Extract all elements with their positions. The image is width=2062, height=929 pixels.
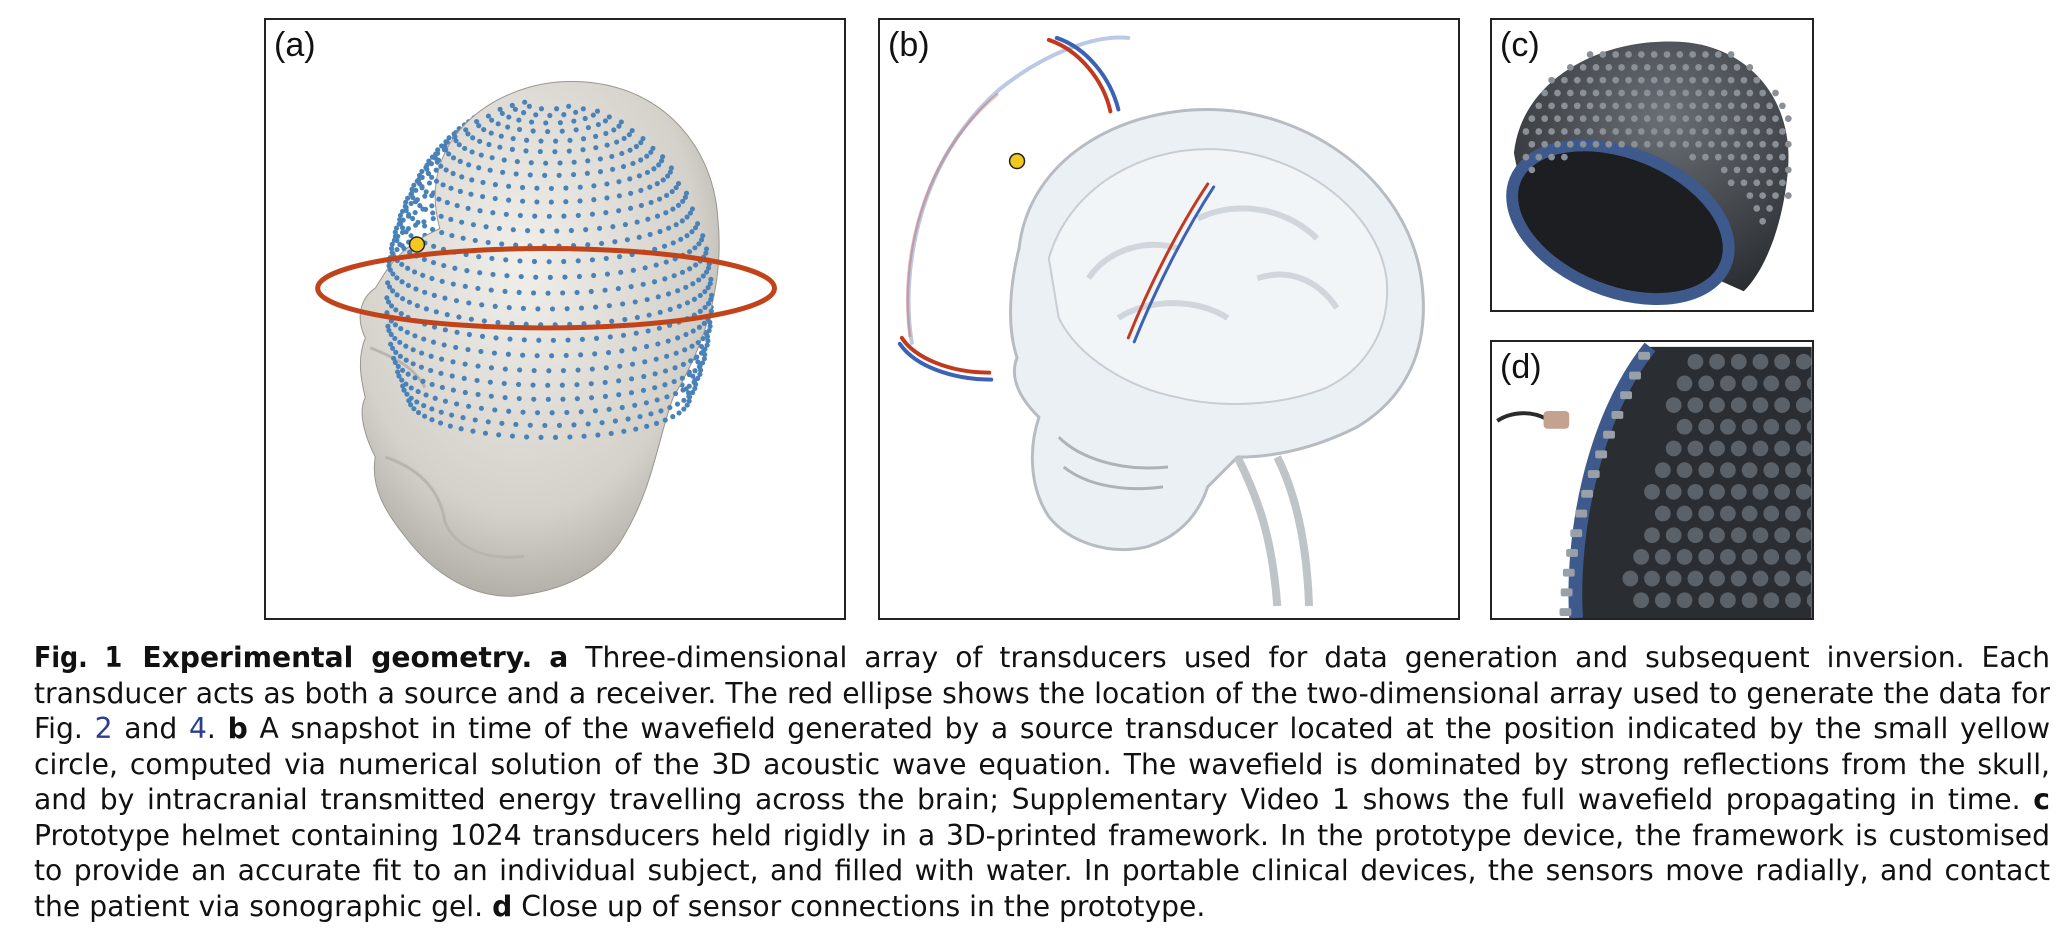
caption-c-letter: c [2033,783,2050,816]
caption-d-letter: d [492,889,513,923]
fig-4-link[interactable]: 4 [188,712,207,745]
sensor-connectors [1559,351,1651,617]
sensor-closeup-illustration [1496,342,1812,618]
panel-b-wavefield: (b) [878,18,1460,620]
caption-b-text: A snapshot in time of the wavefield gene… [34,712,2051,816]
sensor-transducer [1543,411,1570,429]
skull-outline [1009,107,1425,607]
source-marker [408,236,426,253]
caption-b-letter: b [227,712,248,745]
caption-title: Experimental geometry. [142,641,533,674]
figure-number: Fig. 1 [34,641,123,674]
caption-a-text: Three-dimensional array of transducers u… [34,641,2050,745]
panel-d-sensor-closeup: (d) [1490,340,1814,620]
caption-c-text: Prototype helmet containing 1024 transdu… [34,818,2050,923]
2d-array-ellipse [315,246,777,331]
fig-2-link[interactable]: 2 [94,712,113,745]
panel-c-label: (c) [1500,26,1540,64]
wavefield-skull-illustration [897,35,1425,607]
caption-a-letter: a [549,641,569,674]
helmet-illustration [1506,41,1792,305]
caption-d-text: Close up of sensor connections in the pr… [512,889,1206,923]
caption-period: . [206,712,216,745]
panel-a-label: (a) [274,26,316,64]
head-transducer-illustration [315,81,777,597]
panel-c-helmet: (c) [1490,18,1814,312]
source-marker-b [1008,152,1026,170]
caption-and: and [112,712,189,745]
figure-caption: Fig. 1 Experimental geometry. a Three-dim… [34,640,2050,924]
panel-a-transducer-array: (a) [264,18,846,620]
wavefront-arcs [897,35,1216,382]
panel-d-label: (d) [1500,348,1542,386]
sensor-cable [1496,411,1548,423]
helmet-rim [1506,139,1735,305]
panel-b-label: (b) [888,26,930,64]
